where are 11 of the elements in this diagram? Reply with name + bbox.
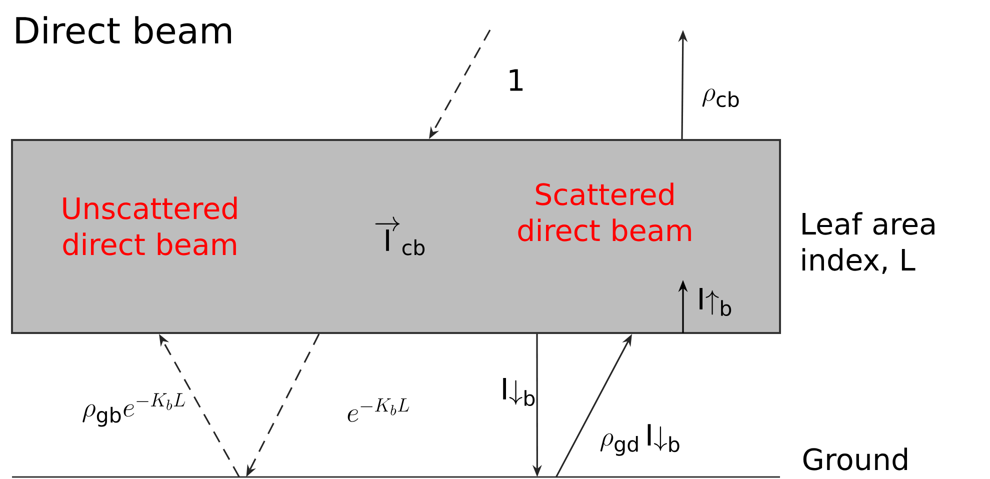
edge-label: $\mathrm{I}{\downarrow}_{\mathrm{b}}$ <box>503 378 535 406</box>
heading: Direct beam <box>16 16 231 44</box>
side-label: Ground <box>803 448 907 470</box>
edge-label: $e^{-K_{b}L}$ <box>345 397 412 423</box>
edge-label: $\rho_{\mathrm{cb}}$ <box>700 88 742 108</box>
edge-label: $\rho_{\mathrm{gb}}e^{-K_{b}L}$ <box>82 393 186 427</box>
edge-label: $\rho_{\mathrm{gd}}\,\mathrm{I}{\downarrow}_{\mathrm{b}}$ <box>598 422 682 458</box>
side-label: Leaf area index, L <box>802 212 934 274</box>
ground-line <box>11 476 781 478</box>
edge-label: 1 <box>505 68 527 92</box>
flux-label: $\mathrm{I}{\uparrow}_{\mathrm{b}}$ <box>700 288 732 316</box>
